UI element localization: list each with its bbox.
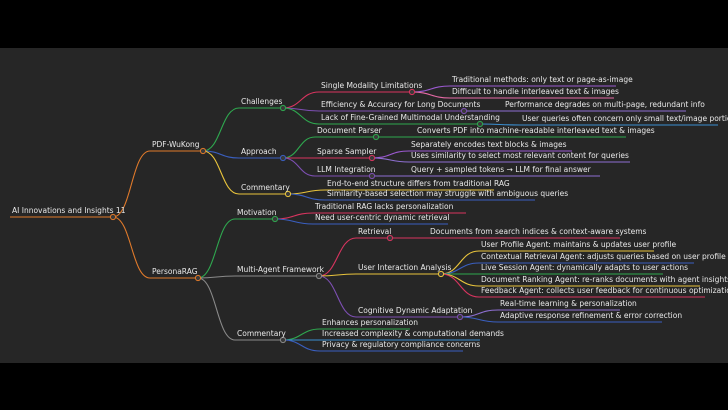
node-label-llm: LLM Integration: [317, 165, 376, 174]
node-dot-fg: [476, 120, 484, 128]
node-label-cog1: Adaptive response refinement & error cor…: [500, 311, 683, 320]
edge-sml: [282, 91, 320, 109]
node-label-uia1: Contextual Retrieval Agent: adjusts quer…: [481, 252, 726, 261]
edge-cog: [318, 275, 357, 318]
node-dot-root: [109, 213, 117, 221]
edge-pcom: [202, 150, 240, 195]
edge-ss1: [371, 157, 410, 163]
edge-pdf: [112, 150, 151, 218]
node-dot-dp: [372, 133, 380, 141]
node-label-eff: Efficiency & Accuracy for Long Documents: [321, 100, 481, 109]
node-label-sml0: Traditional methods: only text or page-a…: [452, 75, 633, 84]
node-label-uia2: Live Session Agent: dynamically adapts t…: [481, 263, 689, 272]
node-dot-pcm: [279, 336, 287, 344]
edge-uia3: [440, 273, 480, 287]
node-label-root: AI Innovations and Insights 11: [12, 206, 126, 215]
node-dot-ret: [386, 234, 394, 242]
node-label-fg: Lack of Fine-Grained Multimodal Understa…: [321, 113, 500, 122]
node-label-mot: Motivation: [237, 208, 277, 217]
edge-mot1: [274, 218, 314, 225]
node-label-eff0: Performance degrades on multi-page, redu…: [505, 100, 705, 109]
node-dot-chal: [279, 104, 287, 112]
edge-sml1: [411, 91, 451, 99]
edge-ss0: [371, 150, 410, 159]
edge-cog1: [459, 316, 499, 323]
edge-llm: [282, 157, 316, 177]
node-label-pcm1: Increased complexity & computational dem…: [322, 329, 504, 338]
node-label-cog0: Real-time learning & personalization: [500, 299, 637, 308]
node-dot-pdf: [199, 147, 207, 155]
node-label-ss1: Uses similarity to select most relevant …: [411, 151, 629, 160]
node-label-uia: User Interaction Analysis: [358, 263, 452, 272]
edge-pcom1: [287, 193, 326, 201]
node-label-dp: Document Parser: [317, 126, 382, 135]
node-label-sml1: Difficult to handle interleaved text & i…: [452, 87, 619, 96]
edge-fg: [282, 107, 320, 125]
node-label-llm0: Query + sampled tokens → LLM for final a…: [411, 165, 591, 174]
edge-appr: [202, 150, 240, 159]
node-label-mot0: Traditional RAG lacks personalization: [315, 202, 454, 211]
node-label-chal: Challenges: [241, 97, 283, 106]
node-dot-appr: [279, 154, 287, 162]
edge-uia4: [440, 273, 480, 298]
node-label-appr: Approach: [241, 147, 277, 156]
edge-per: [112, 216, 151, 279]
node-dot-mot: [271, 215, 279, 223]
node-label-ret0: Documents from search indices & context-…: [430, 227, 647, 236]
node-dot-pcom: [284, 190, 292, 198]
node-label-ret: Retrieval: [358, 227, 392, 236]
edge-ret: [318, 237, 357, 277]
node-label-cog: Cognitive Dynamic Adaptation: [358, 306, 473, 315]
node-label-uia4: Feedback Agent: collects user feedback f…: [481, 286, 728, 295]
node-label-fw: Multi-Agent Framework: [237, 265, 324, 274]
node-dot-per: [194, 274, 202, 282]
edge-pcom0: [287, 189, 326, 195]
node-label-uia0: User Profile Agent: maintains & updates …: [481, 240, 677, 249]
edge-mot: [197, 218, 236, 279]
edge-pcm0: [282, 328, 321, 341]
node-dot-uia: [437, 270, 445, 278]
node-label-pcm: Commentary: [237, 329, 286, 338]
edge-uia: [318, 273, 357, 277]
node-label-sml: Single Modality Limitations: [321, 81, 423, 90]
edge-dp: [282, 136, 316, 159]
node-label-pcm2: Privacy & regulatory compliance concerns: [322, 340, 481, 349]
node-label-fg0: User queries often concern only small te…: [522, 114, 728, 123]
node-label-ss0: Separately encodes text blocks & images: [411, 140, 567, 149]
edge-fg0: [479, 123, 521, 126]
node-dot-eff: [460, 107, 468, 115]
node-label-pcom0: End-to-end structure differs from tradit…: [327, 179, 510, 188]
node-label-uia3: Document Ranking Agent: re-ranks documen…: [481, 275, 728, 284]
node-dot-cog: [456, 313, 464, 321]
edge-pcm: [197, 277, 236, 341]
edge-pcm2: [282, 339, 321, 352]
node-label-pcm0: Enhances personalization: [322, 318, 418, 327]
node-dot-sml: [408, 88, 416, 96]
node-dot-ss: [368, 154, 376, 162]
node-label-mot1: Need user-centric dynamic retrieval: [315, 213, 450, 222]
node-label-pcom: Commentary: [241, 183, 290, 192]
node-label-per: PersonaRAG: [152, 267, 198, 276]
edge-mot0: [274, 212, 314, 220]
node-label-pcom1: Similarity-based selection may struggle …: [327, 189, 569, 198]
node-dot-fw: [315, 272, 323, 280]
node-label-ss: Sparse Sampler: [317, 147, 377, 156]
node-dot-llm: [368, 172, 376, 180]
edge-fw: [197, 275, 236, 279]
edge-chal: [202, 107, 240, 152]
node-label-pdf: PDF-WuKong: [152, 140, 200, 149]
node-label-dp0: Converts PDF into machine-readable inter…: [417, 126, 655, 135]
